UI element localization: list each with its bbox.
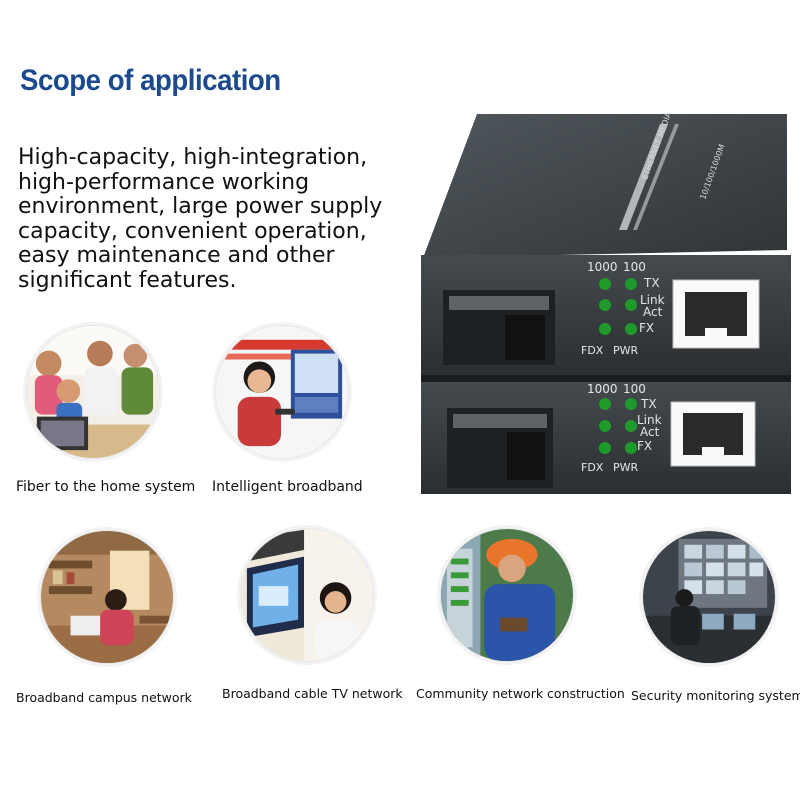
media-converter-image: ETHERNET MEDIA CONVERTER 10/100/1000M 10… [421,62,791,494]
caption-security-monitoring-system: Security monitoring system [631,688,800,703]
led-label-100: 100 [623,260,646,274]
description-line: significant features. [18,267,237,293]
description-line: high-performance working [18,169,310,195]
page-title: Scope of application [20,64,281,97]
description: High-capacity, high-integration, high-pe… [18,145,398,293]
led-label-link: Link [637,413,662,427]
led-label-act: Act [640,425,660,439]
caption-intelligent-broadband: Intelligent broadband [212,479,363,495]
woman-tv-photo-icon [215,325,349,459]
family-photo-icon [26,325,160,459]
led-label-fx: FX [637,439,652,453]
campus-photo-icon [40,530,174,664]
led-label-1000: 1000 [587,260,618,274]
caption-broadband-cable-tv-network: Broadband cable TV network [222,686,403,701]
description-line: easy maintenance and other [18,243,335,268]
media-converter-illustration: ETHERNET MEDIA CONVERTER 10/100/1000M 10… [415,62,795,500]
technician-photo-icon [440,528,574,662]
caption-broadband-campus-network: Broadband campus network [16,690,192,705]
led-label-act: Act [643,305,663,319]
monitoring-room-photo-icon [642,530,776,664]
led-label-tx: TX [643,276,660,290]
led-label-fdx: FDX [581,344,604,357]
caption-community-network-construction: Community network construction [416,686,625,701]
caption-fiber-to-the-home: Fiber to the home system [16,479,196,495]
led-label-pwr: PWR [613,344,639,357]
led-label-fx: FX [639,321,654,335]
led-label-100: 100 [623,382,646,396]
led-label-link: Link [640,293,665,307]
description-line: High-capacity, high-integration, [18,145,368,170]
description-line: environment, large power supply [18,194,383,219]
led-label-fdx: FDX [581,461,604,474]
led-label-tx: TX [640,397,657,411]
cable-tv-photo-icon [240,528,374,662]
led-label-1000: 1000 [587,382,618,396]
description-line: capacity, convenient operation, [18,218,367,244]
led-label-pwr: PWR [613,461,639,474]
